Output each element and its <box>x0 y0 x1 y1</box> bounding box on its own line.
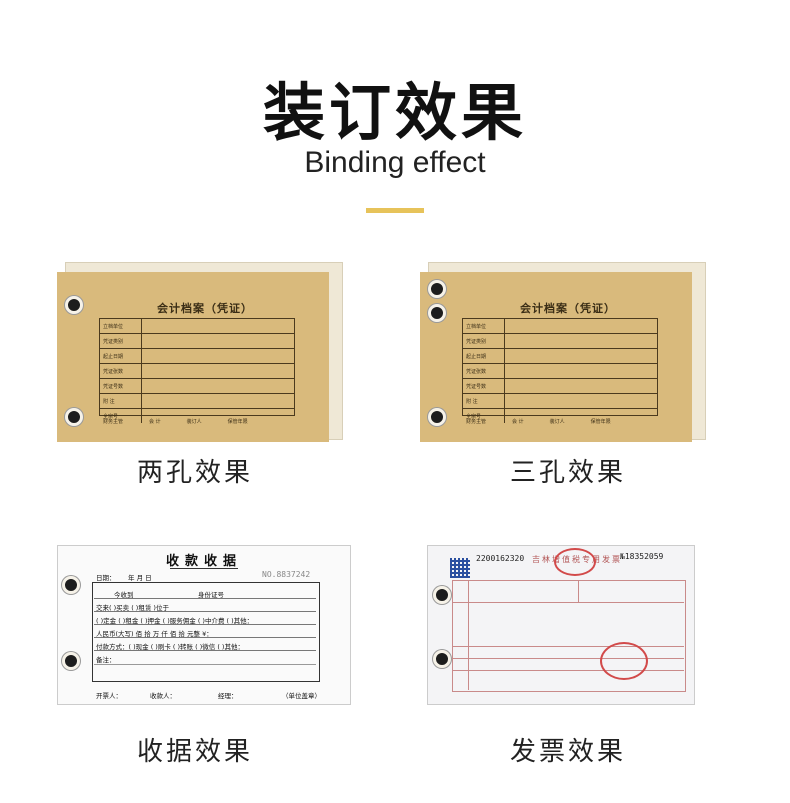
invoice-code: 2200162320 <box>476 554 525 563</box>
binding-hole <box>433 650 451 668</box>
invoice-image: 2200162320 吉林增值税专用发票 №18352059 <box>427 545 695 705</box>
receipt-image: 收款收据 日期： 年 月 日 NO.8837242 今收到 身份证号 交来( )… <box>57 545 351 705</box>
folder-footer: 财务主管 会 计 装订人 保管年限 <box>103 419 248 425</box>
binding-hole <box>433 586 451 604</box>
folder-title: 会计档案（凭证） <box>157 302 253 315</box>
red-seal-icon <box>600 642 648 680</box>
binding-hole <box>65 296 83 314</box>
binding-hole <box>428 280 446 298</box>
folder-footer: 财务主管 会 计 装订人 保管年限 <box>466 419 611 425</box>
three-hole-folder-image: 会计档案（凭证） 立档单位 凭证类别 起止日期 凭证张数 凭证号数 附 注 全宗… <box>420 262 706 442</box>
caption-three-hole: 三孔效果 <box>509 458 626 488</box>
receipt-number: NO.8837242 <box>262 570 311 579</box>
red-seal-icon <box>554 548 596 576</box>
binding-hole <box>62 652 80 670</box>
folder-table: 立档单位 凭证类别 起止日期 凭证张数 凭证号数 附 注 全宗号 <box>99 318 295 423</box>
two-hole-folder-image: 会计档案（凭证） 立档单位 凭证类别 起止日期 凭证张数 凭证号数 附 注 全宗… <box>57 262 343 442</box>
caption-two-hole: 两孔效果 <box>136 458 253 488</box>
caption-receipt: 收据效果 <box>136 737 253 767</box>
page-subtitle: Binding effect <box>304 146 486 179</box>
title-underline <box>366 208 424 213</box>
caption-invoice: 发票效果 <box>509 737 626 767</box>
binding-hole <box>65 408 83 426</box>
invoice-number: №18352059 <box>620 552 664 561</box>
folder-table: 立档单位 凭证类别 起止日期 凭证张数 凭证号数 附 注 全宗号 <box>462 318 658 423</box>
binding-hole <box>428 408 446 426</box>
binding-hole <box>62 576 80 594</box>
qr-code-icon <box>450 558 470 578</box>
folder-title: 会计档案（凭证） <box>520 302 616 315</box>
binding-hole <box>428 304 446 322</box>
page-title: 装订效果 <box>262 76 527 149</box>
receipt-title: 收款收据 <box>165 554 242 569</box>
